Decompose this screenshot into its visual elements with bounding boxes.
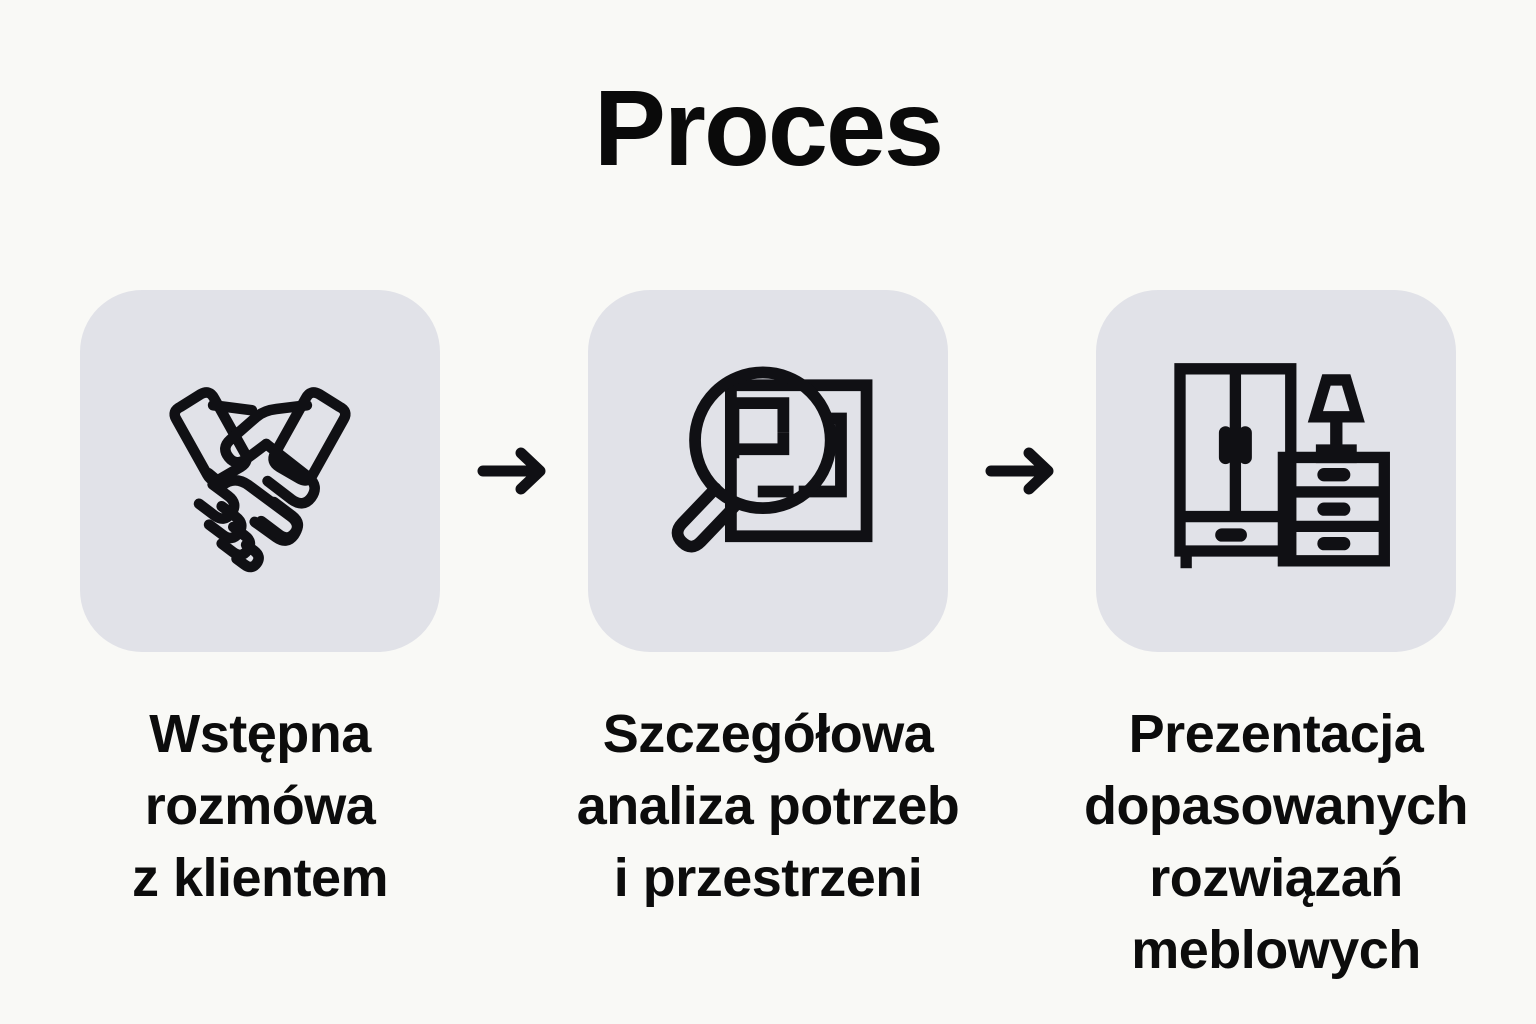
step-3-caption: Prezentacja dopasowanych rozwiązań meblo…: [1083, 704, 1469, 980]
furniture-wardrobe-dresser-lamp-icon: [1148, 345, 1404, 597]
handshake-icon: [134, 345, 386, 597]
step-1-caption: Wstępna rozmówa z klientem: [131, 704, 389, 908]
connector-1: [462, 290, 566, 652]
process-step-2: Szczegółowa analiza potrzeb i przestrzen…: [566, 290, 970, 914]
connector-2: [970, 290, 1074, 652]
magnifier-floorplan-icon: [640, 343, 896, 599]
step-2-caption: Szczegółowa analiza potrzeb i przestrzen…: [576, 704, 960, 908]
process-step-3: Prezentacja dopasowanych rozwiązań meblo…: [1074, 290, 1478, 986]
arrow-right-icon: [985, 442, 1059, 500]
step-3-icon-tile: [1096, 290, 1456, 652]
process-step-1: Wstępna rozmówa z klientem: [58, 290, 462, 914]
step-1-icon-tile: [80, 290, 440, 652]
process-steps-row: Wstępna rozmówa z klientem: [0, 290, 1536, 990]
page-title: Proces: [593, 67, 944, 188]
arrow-right-icon: [477, 442, 551, 500]
step-2-icon-tile: [588, 290, 948, 652]
